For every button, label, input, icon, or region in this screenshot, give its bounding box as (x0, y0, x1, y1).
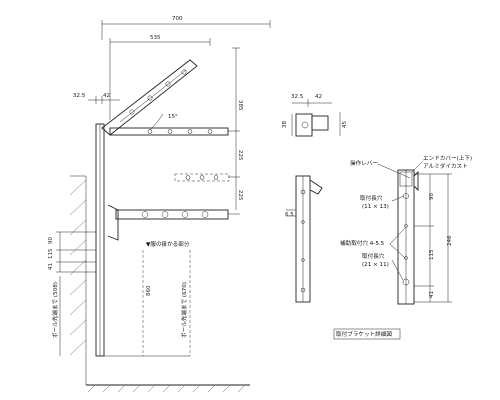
label-aux-hole: 補助取付穴 4-5.5 (340, 239, 385, 247)
side-elevation-view: 700 535 32.5 42 15° (48, 16, 271, 393)
label-clothes-area: ▼服の掛かる部分 (146, 240, 190, 248)
dim-pole-41: 41 (48, 263, 54, 270)
dim-detail-115: 115 (429, 249, 435, 260)
wall-section (69, 175, 87, 385)
dim-pole-offset-left: 32.5 (73, 93, 86, 99)
label-mount-hole-2: 取付長穴 (362, 252, 385, 260)
label-pole-to-ground: ポール先端まで (508) (51, 282, 59, 338)
label-pole-hang-point: ポール先端まで (670) (180, 282, 188, 338)
arm-position-2 (174, 173, 230, 182)
dim-pole-offset-right: 42 (103, 93, 110, 99)
dim-overall-width: 700 (172, 16, 183, 22)
dim-rack-gap-2: 225 (237, 190, 243, 201)
dim-detail-90: 90 (429, 193, 435, 200)
dim-pole-115: 115 (48, 248, 54, 259)
label-mount-hole-2-size: (21 × 11) (362, 262, 389, 268)
main-pole (95, 123, 105, 357)
label-mount-hole-size: (11 × 13) (362, 204, 389, 210)
raised-arm (101, 59, 198, 136)
arm-position-1 (109, 127, 229, 136)
label-mount-hole: 取付長穴 (360, 194, 383, 202)
arm-position-3 (107, 204, 229, 241)
dim-pole-90: 90 (48, 237, 54, 244)
dim-detail-41: 41 (429, 291, 435, 298)
dim-detail-246: 246 (447, 235, 453, 246)
dim-bracket-height-left: 38 (282, 121, 288, 128)
dim-bracket-top-left: 32.5 (291, 94, 304, 100)
dim-bracket-top-right: 42 (315, 94, 322, 100)
bracket-detail-view: 90 115 41 246 操作レバー エンドカバー(上下) アルミダイカスト … (333, 154, 472, 340)
bracket-top-view: 32.5 42 38 45 (282, 94, 348, 137)
dim-rack-gap-1: 225 (237, 150, 243, 161)
bracket-side-view: 6.5 (285, 175, 323, 303)
ground-line (86, 355, 250, 393)
detail-title: 取付ブラケット詳細図 (336, 330, 392, 338)
dim-bracket-height-right: 45 (342, 121, 348, 128)
dim-pole-860: 860 (146, 285, 152, 296)
label-operation-lever: 操作レバー (350, 159, 378, 167)
label-end-cap: エンドカバー(上下) (423, 154, 472, 162)
dim-angle-gap: 385 (237, 100, 243, 111)
dim-angle: 15° (168, 114, 178, 120)
dim-bracket-offset: 6.5 (285, 212, 294, 218)
dim-arm-reach: 535 (150, 35, 161, 41)
label-aluminum-die-cast: アルミダイカスト (423, 162, 468, 170)
